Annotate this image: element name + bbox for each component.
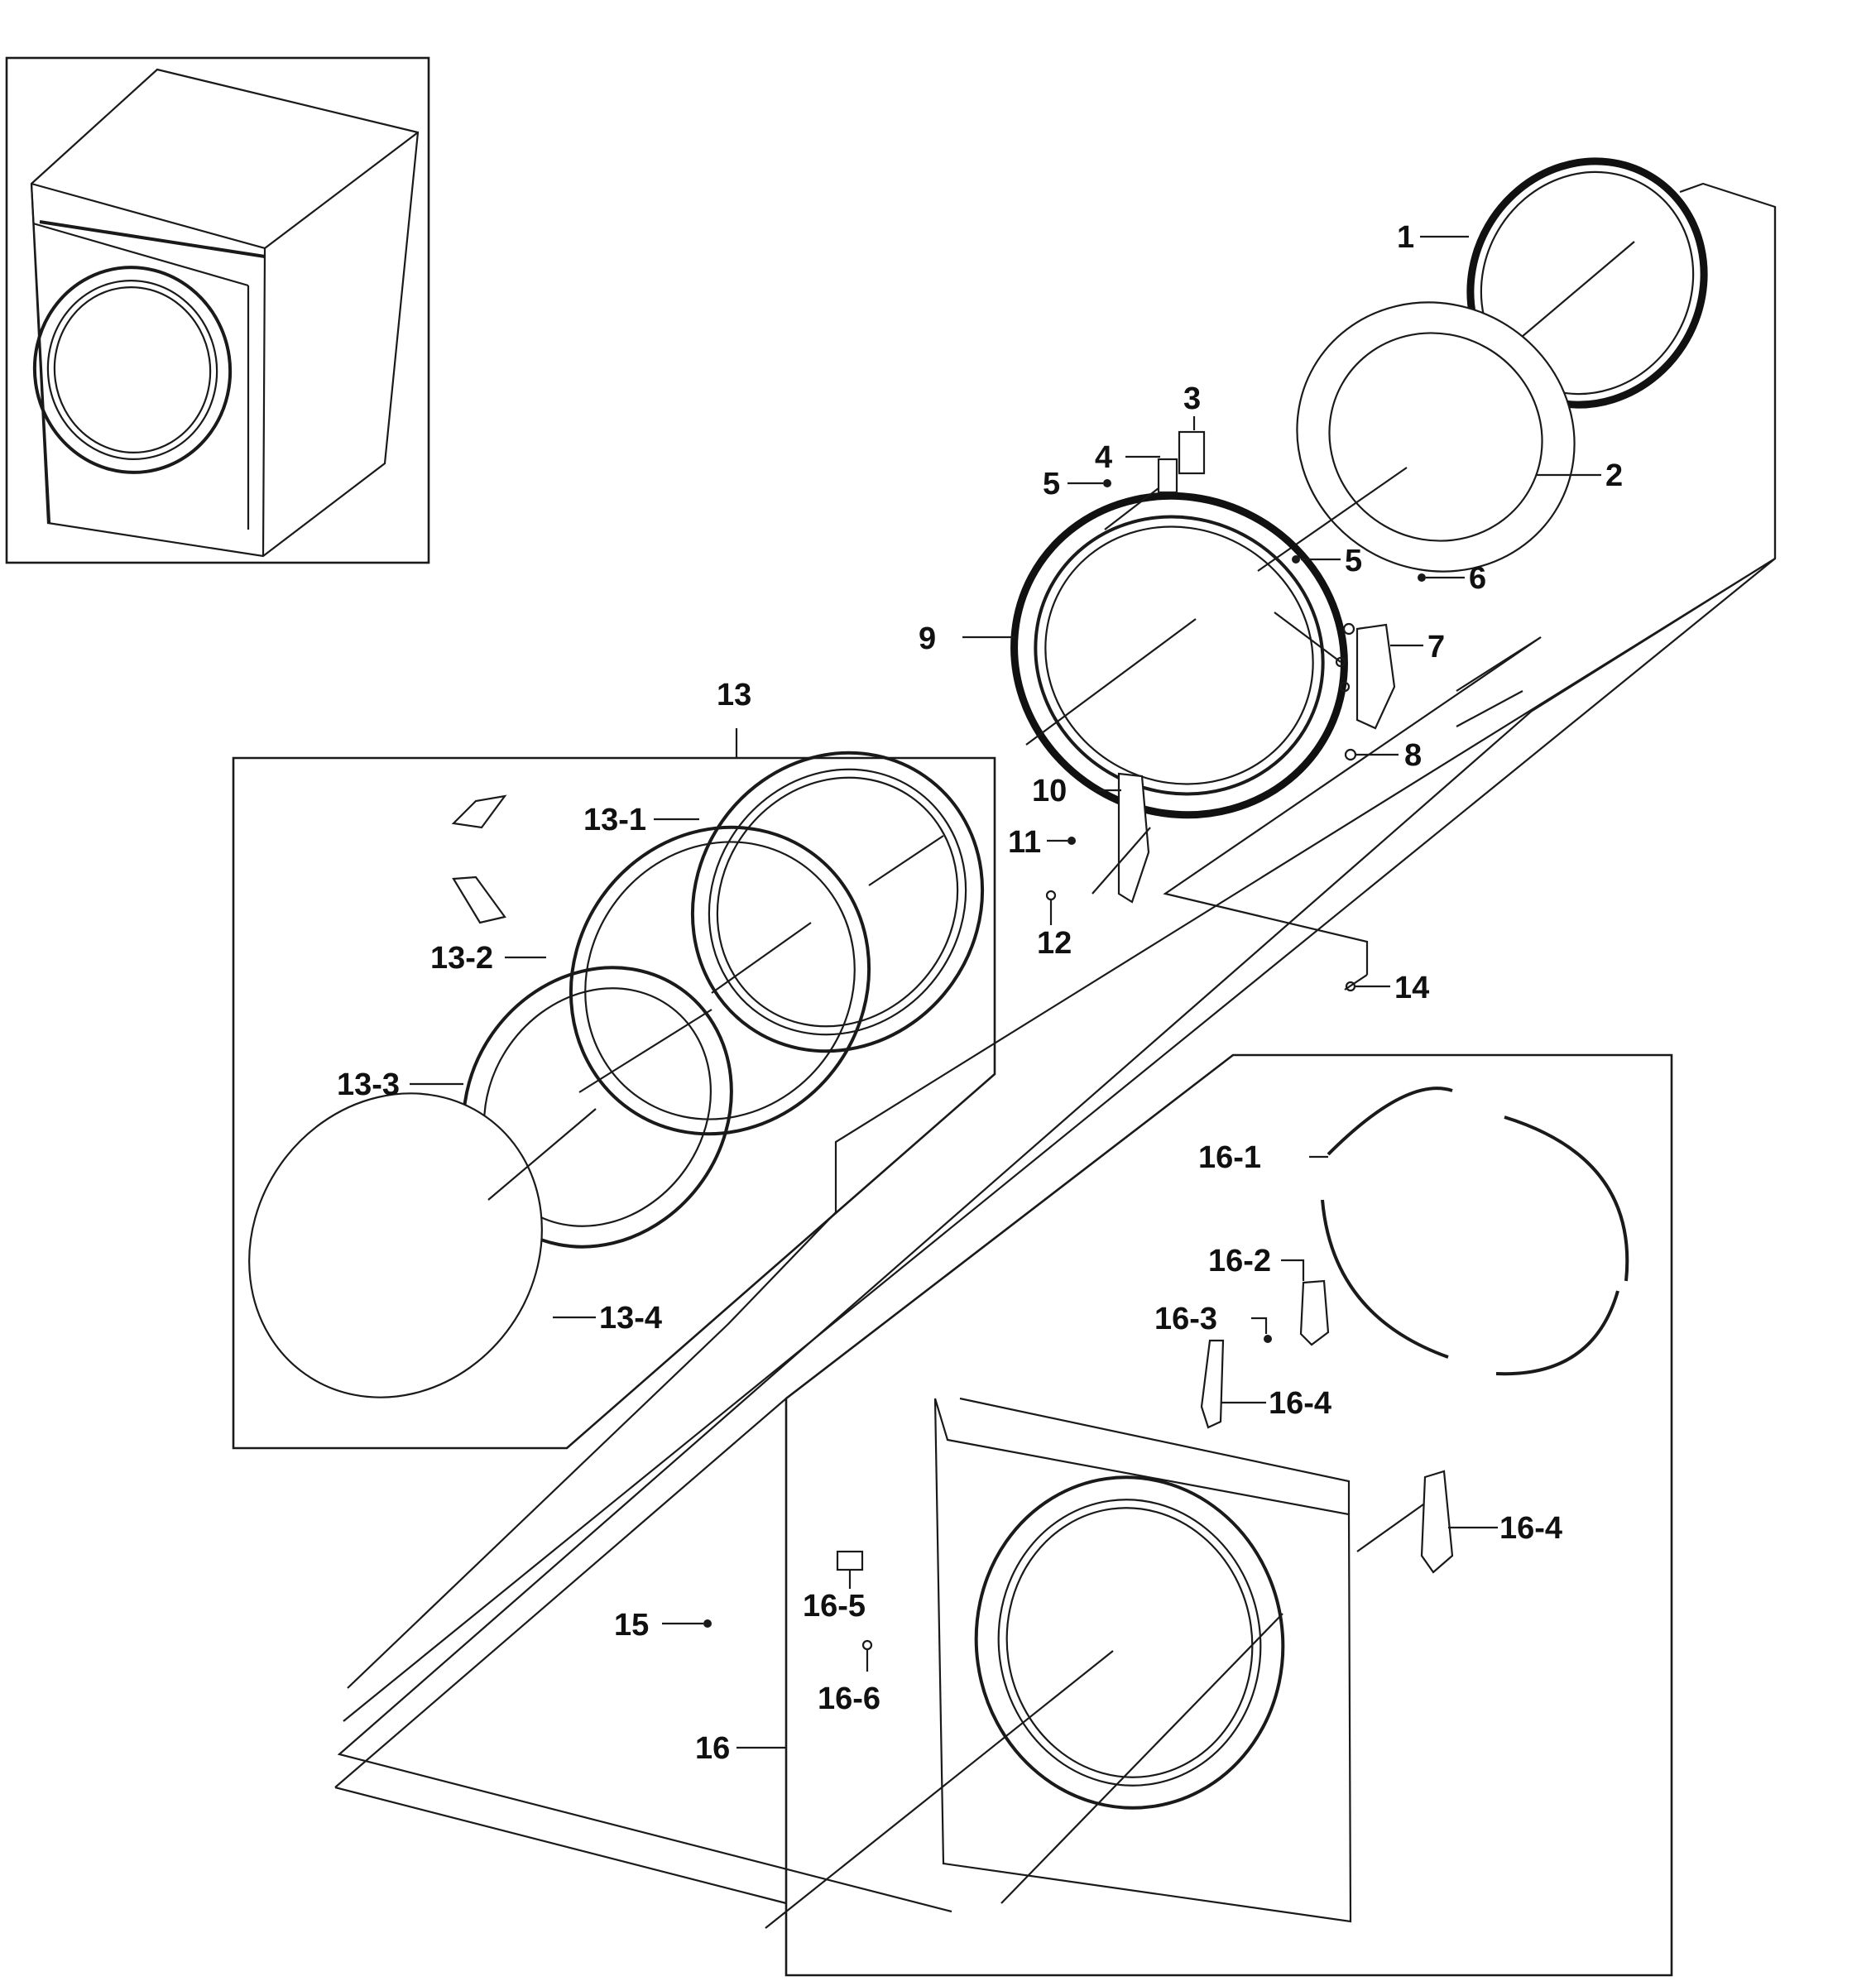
assembly-13-box xyxy=(232,728,996,1450)
part-2-door-glass xyxy=(1257,301,1576,573)
label-part-11: 11 xyxy=(1008,825,1041,860)
label-part-16-4-lower: 16-4 xyxy=(1499,1511,1562,1546)
label-part-1: 1 xyxy=(1397,220,1414,255)
label-part-16: 16 xyxy=(695,1731,730,1766)
label-part-7: 7 xyxy=(1427,630,1445,664)
hinge-parts xyxy=(1103,430,1426,582)
leader-lines xyxy=(410,235,1601,1749)
part-9-door-frame xyxy=(1010,492,1348,819)
label-part-15: 15 xyxy=(614,1608,649,1643)
lock-parts xyxy=(1335,622,1396,761)
label-part-16-3: 16-3 xyxy=(1154,1302,1217,1336)
label-part-13-3: 13-3 xyxy=(337,1067,400,1102)
label-part-16-6: 16-6 xyxy=(818,1681,880,1716)
label-part-13-4: 13-4 xyxy=(599,1301,662,1336)
label-part-5-upper: 5 xyxy=(1043,467,1060,501)
label-part-16-2: 16-2 xyxy=(1208,1244,1271,1278)
label-part-9: 9 xyxy=(919,621,936,656)
overview-inset xyxy=(5,56,430,564)
part-labels: 1 2 3 4 5 5 6 7 8 9 10 11 12 13 13-1 13-… xyxy=(337,220,1623,1766)
label-part-3: 3 xyxy=(1183,381,1201,416)
label-part-13-2: 13-2 xyxy=(430,941,493,976)
label-part-16-1: 16-1 xyxy=(1198,1140,1261,1175)
label-part-13: 13 xyxy=(717,678,751,712)
label-part-2: 2 xyxy=(1605,458,1623,493)
label-part-16-4-upper: 16-4 xyxy=(1269,1386,1331,1421)
label-part-12: 12 xyxy=(1037,926,1072,961)
label-part-5-lower: 5 xyxy=(1345,544,1362,578)
label-part-16-5: 16-5 xyxy=(803,1589,866,1624)
hinge-bracket xyxy=(1045,772,1151,904)
label-part-8: 8 xyxy=(1404,738,1422,773)
label-part-6: 6 xyxy=(1469,561,1486,596)
label-part-14: 14 xyxy=(1394,971,1429,1005)
guide-lines xyxy=(334,182,1777,1913)
label-part-13-1: 13-1 xyxy=(583,803,646,837)
label-part-4: 4 xyxy=(1095,440,1112,475)
label-part-10: 10 xyxy=(1032,774,1067,808)
assembly-16-box xyxy=(703,1053,1673,1977)
